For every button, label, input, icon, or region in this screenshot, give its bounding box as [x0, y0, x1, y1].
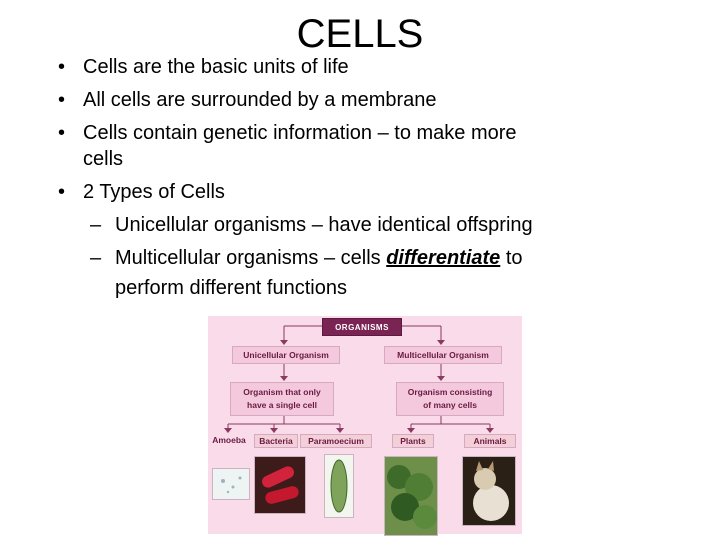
bullet-item: • Cells contain genetic information – to… [0, 120, 643, 172]
bullet-text-line1: Cells contain genetic information – to m… [83, 122, 517, 144]
differentiate-emphasis: differentiate [386, 247, 501, 269]
unicellular-box: Unicellular Organism [232, 346, 340, 364]
organisms-header: ORGANISMS [322, 318, 402, 336]
unicellular-desc-line2: have a single cell [247, 400, 317, 410]
bullet-text: Cells are the basic units of life [83, 56, 349, 78]
multicellular-desc-line2: of many cells [423, 400, 477, 410]
bullet-text-line2: cells [83, 148, 124, 170]
sub-bullet-text-after: to [500, 247, 523, 269]
bullet-item: • 2 Types of Cells [0, 179, 643, 205]
amoeba-image [212, 468, 250, 500]
bullet-text: All cells are surrounded by a membrane [83, 89, 437, 111]
organisms-diagram: ORGANISMS Unicellular Organism Multicell… [208, 316, 522, 536]
leaf-animals: Animals [464, 434, 516, 448]
dash-icon: – [90, 247, 102, 269]
sub-bullet-text-line2: perform different functions [115, 277, 347, 299]
sub-bullet-text-before: Multicellular organisms – cells [115, 247, 387, 269]
bacteria-image [254, 456, 306, 514]
multicellular-box: Multicellular Organism [384, 346, 502, 364]
dash-icon: – [90, 214, 102, 236]
unicellular-desc-line1: Organism that only [243, 387, 321, 397]
animals-image [462, 456, 516, 526]
bullet-icon: • [58, 122, 66, 144]
sub-bullet-item: – Unicellular organisms – have identical… [0, 212, 635, 238]
multicellular-desc-line1: Organism consisting [407, 387, 493, 397]
sub-bullet-item: – Multicellular organisms – cells differ… [0, 245, 635, 301]
unicellular-description: Organism that only have a single cell [230, 382, 334, 416]
bullet-icon: • [58, 56, 66, 78]
bullet-list: • Cells are the basic units of life • Al… [0, 54, 720, 308]
plants-image [384, 456, 438, 536]
multicellular-description: Organism consisting of many cells [396, 382, 504, 416]
bullet-item: • All cells are surrounded by a membrane [0, 87, 643, 113]
leaf-plants: Plants [392, 434, 434, 448]
bullet-icon: • [58, 89, 66, 111]
slide-title: CELLS [296, 12, 424, 56]
bullet-item: • Cells are the basic units of life [0, 54, 643, 80]
paramoecium-image [324, 454, 354, 518]
bullet-icon: • [58, 181, 66, 203]
leaf-paramoecium: Paramoecium [300, 434, 372, 448]
bullet-text: 2 Types of Cells [83, 181, 225, 203]
leaf-amoeba: Amoeba [212, 434, 246, 445]
leaf-bacteria: Bacteria [254, 434, 298, 448]
sub-bullet-text: Unicellular organisms – have identical o… [115, 214, 533, 236]
diagram-connectors [224, 325, 494, 433]
